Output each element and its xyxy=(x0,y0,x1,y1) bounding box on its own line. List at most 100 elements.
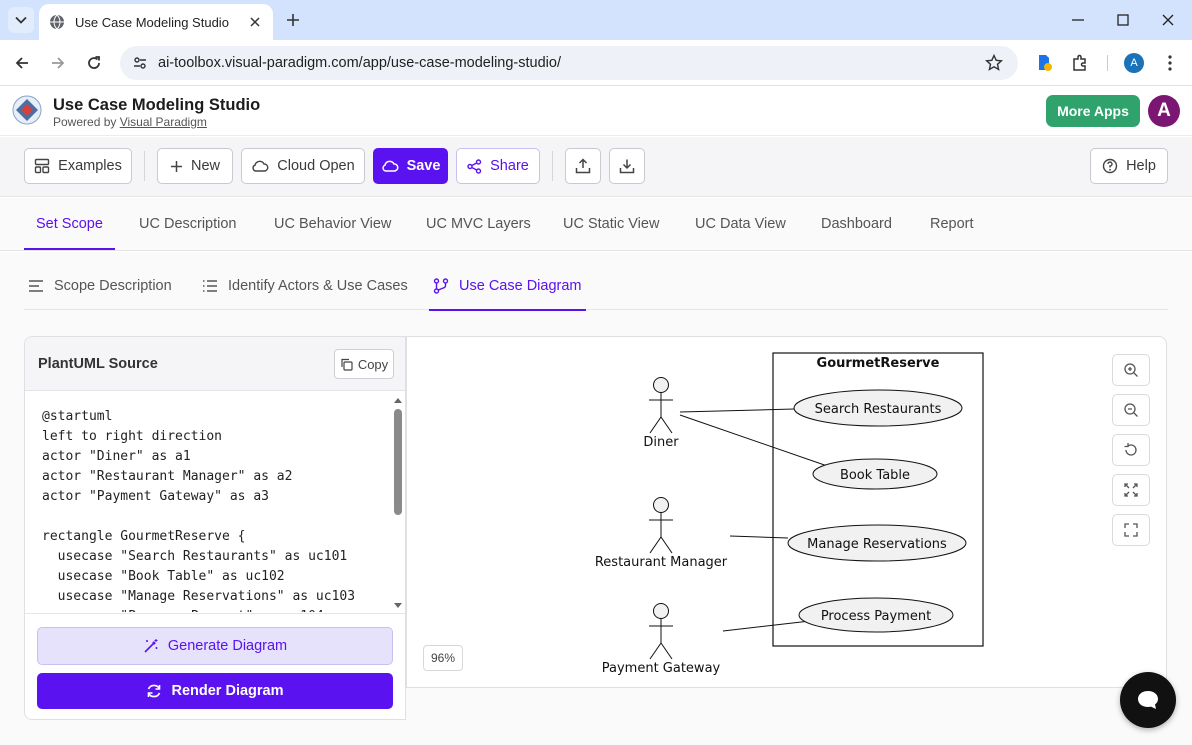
subtab-use-case-diagram-label: Use Case Diagram xyxy=(459,278,582,294)
share-button[interactable]: Share xyxy=(456,148,540,184)
app-title: Use Case Modeling Studio xyxy=(53,96,261,114)
main-tabs: Set Scope UC Description UC Behavior Vie… xyxy=(0,198,1192,251)
powered-by-text: Powered by xyxy=(53,115,117,129)
subtab-use-case-diagram[interactable]: Use Case Diagram xyxy=(429,262,586,311)
new-label: New xyxy=(190,158,220,174)
usecase-search-restaurants-label: Search Restaurants xyxy=(815,402,942,417)
export-button[interactable] xyxy=(565,148,601,184)
subtab-identify-actors[interactable]: Identify Actors & Use Cases xyxy=(202,262,408,310)
list-icon xyxy=(203,280,217,292)
generate-diagram-button[interactable]: Generate Diagram xyxy=(37,627,393,665)
reset-view-button[interactable] xyxy=(1112,434,1150,466)
render-diagram-label: Render Diagram xyxy=(171,683,284,699)
system-name: GourmetReserve xyxy=(817,356,940,371)
source-panel-header: PlantUML Source Copy xyxy=(25,337,405,391)
usecase-process-payment-label: Process Payment xyxy=(821,609,931,624)
fit-to-screen-button[interactable] xyxy=(1112,474,1150,506)
zoom-in-button[interactable] xyxy=(1112,354,1150,386)
subtab-scope-description-label: Scope Description xyxy=(54,278,172,294)
address-bar[interactable]: ai-toolbox.visual-paradigm.com/app/use-c… xyxy=(120,46,1018,80)
actor-payment-gateway-label: Payment Gateway xyxy=(602,661,721,676)
magic-wand-icon xyxy=(144,639,158,653)
zoom-level: 96% xyxy=(423,645,463,671)
align-left-icon xyxy=(29,280,43,292)
new-tab-icon[interactable] xyxy=(281,8,305,32)
chat-button[interactable] xyxy=(1120,672,1176,728)
close-window-icon[interactable] xyxy=(1153,6,1183,34)
browser-menu-icon[interactable] xyxy=(1156,49,1184,77)
maximize-icon[interactable] xyxy=(1108,6,1138,34)
tab-uc-data-view[interactable]: UC Data View xyxy=(695,216,786,232)
save-label: Save xyxy=(406,158,441,174)
url-text: ai-toolbox.visual-paradigm.com/app/use-c… xyxy=(158,55,561,71)
import-button[interactable] xyxy=(609,148,645,184)
tab-search-button[interactable] xyxy=(8,7,34,33)
user-avatar[interactable]: A xyxy=(1148,95,1180,127)
fullscreen-button[interactable] xyxy=(1112,514,1150,546)
more-apps-button[interactable]: More Apps xyxy=(1046,95,1140,127)
generate-diagram-label: Generate Diagram xyxy=(167,638,288,654)
new-button[interactable]: New xyxy=(157,148,233,184)
extension-doc-icon[interactable] xyxy=(1030,49,1058,77)
browser-tab[interactable]: Use Case Modeling Studio xyxy=(39,4,273,40)
usecase-search-restaurants xyxy=(793,389,963,427)
actor-diner xyxy=(649,377,673,434)
fullscreen-icon xyxy=(1124,523,1138,537)
usecase-book-table-label: Book Table xyxy=(840,468,910,483)
rotate-ccw-icon xyxy=(1124,443,1137,456)
share-icon xyxy=(467,158,482,174)
tab-set-scope[interactable]: Set Scope xyxy=(24,198,115,250)
action-divider xyxy=(552,151,553,181)
source-panel-footer: Generate Diagram Render Diagram xyxy=(25,613,405,719)
scroll-up-icon[interactable] xyxy=(393,396,403,404)
browser-toolbar: ai-toolbox.visual-paradigm.com/app/use-c… xyxy=(0,40,1192,86)
subtab-identify-actors-label: Identify Actors & Use Cases xyxy=(228,278,408,294)
scroll-down-icon[interactable] xyxy=(393,602,403,610)
zoom-out-button[interactable] xyxy=(1112,394,1150,426)
minimize-icon[interactable] xyxy=(1063,6,1093,34)
content-area: Scope Description Identify Actors & Use … xyxy=(0,252,1192,745)
copy-button[interactable]: Copy xyxy=(334,349,394,379)
close-tab-icon[interactable] xyxy=(247,14,263,30)
actor-restaurant-manager xyxy=(649,497,673,554)
examples-button[interactable]: Examples xyxy=(24,148,132,184)
tab-dashboard[interactable]: Dashboard xyxy=(821,216,892,232)
bookmark-star-icon[interactable] xyxy=(980,49,1008,77)
upload-icon xyxy=(575,158,591,174)
subtab-scope-description[interactable]: Scope Description xyxy=(28,262,172,310)
tab-uc-mvc-layers[interactable]: UC MVC Layers xyxy=(426,216,531,232)
code-scrollbar-thumb[interactable] xyxy=(394,409,402,515)
save-button[interactable]: Save xyxy=(373,148,448,184)
tab-uc-static-view[interactable]: UC Static View xyxy=(563,216,660,232)
tab-uc-description[interactable]: UC Description xyxy=(139,216,237,232)
fit-arrows-icon xyxy=(1124,483,1138,497)
browser-tabstrip: Use Case Modeling Studio xyxy=(0,0,1192,40)
extensions-puzzle-icon[interactable] xyxy=(1066,49,1094,77)
plantuml-code-editor[interactable]: @startuml left to right direction actor … xyxy=(25,392,405,612)
associations xyxy=(679,408,837,632)
cloud-save-icon xyxy=(381,160,399,172)
globe-icon xyxy=(50,14,64,30)
share-label: Share xyxy=(490,158,529,174)
usecase-manage-reservations-label: Manage Reservations xyxy=(807,537,947,552)
diagram-icon xyxy=(433,278,449,294)
browser-profile-avatar[interactable]: A xyxy=(1124,53,1144,73)
tab-title: Use Case Modeling Studio xyxy=(75,14,229,30)
actor-payment-gateway xyxy=(649,603,673,660)
site-settings-icon[interactable] xyxy=(130,53,150,73)
back-icon[interactable] xyxy=(8,49,36,77)
visual-paradigm-link[interactable]: Visual Paradigm xyxy=(119,115,207,129)
forward-icon[interactable] xyxy=(44,49,72,77)
reload-icon[interactable] xyxy=(80,49,108,77)
usecase-book-table xyxy=(812,458,938,490)
copy-label: Copy xyxy=(357,356,389,372)
render-diagram-button[interactable]: Render Diagram xyxy=(37,673,393,709)
tab-report[interactable]: Report xyxy=(930,216,974,232)
help-button[interactable]: Help xyxy=(1090,148,1168,184)
help-label: Help xyxy=(1126,158,1156,174)
cloud-icon xyxy=(252,160,269,172)
cloud-open-button[interactable]: Cloud Open xyxy=(241,148,365,184)
refresh-icon xyxy=(148,684,161,698)
tab-uc-behavior-view[interactable]: UC Behavior View xyxy=(274,216,392,232)
use-case-diagram[interactable]: GourmetReserve Diner xyxy=(588,347,988,680)
